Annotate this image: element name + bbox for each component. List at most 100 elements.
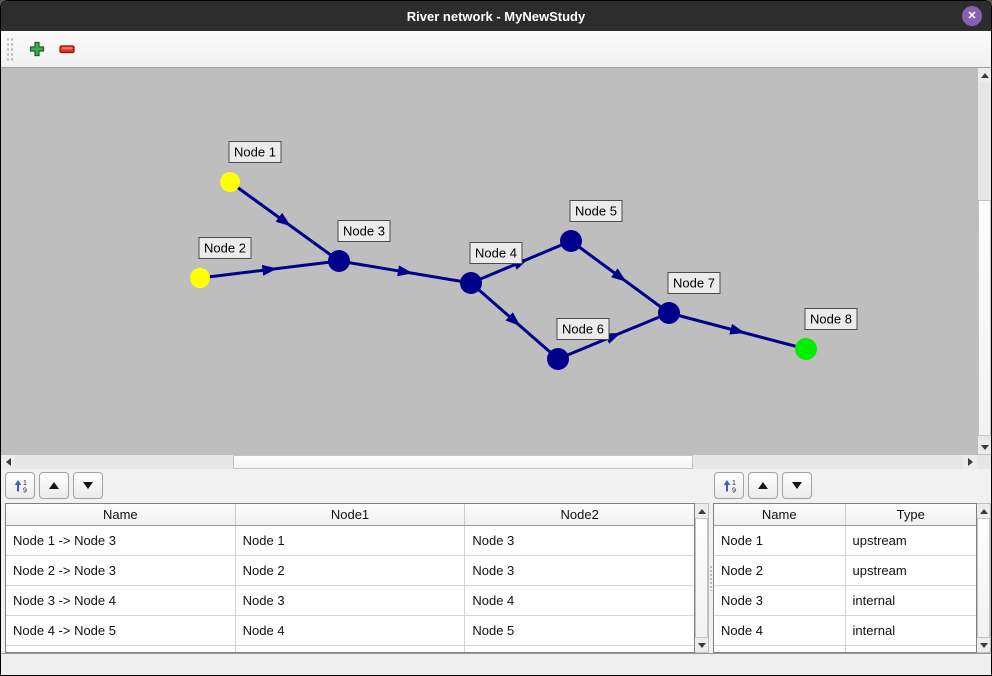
node-label-node3[interactable]: Node 3 bbox=[337, 220, 391, 242]
vertical-scroll-track[interactable] bbox=[978, 82, 991, 440]
window-title: River network - MyNewStudy bbox=[406, 8, 586, 24]
node-label-node8[interactable]: Node 8 bbox=[804, 308, 858, 330]
edge-arrow-icon bbox=[275, 212, 291, 227]
table-cell[interactable]: Node 2 -> Node 3 bbox=[6, 556, 236, 586]
table-cell[interactable]: Node 4 bbox=[465, 586, 694, 616]
node-label-node2[interactable]: Node 2 bbox=[198, 237, 252, 259]
scroll-left-button[interactable] bbox=[1, 455, 15, 469]
node-label-node5[interactable]: Node 5 bbox=[569, 200, 623, 222]
node-node3[interactable] bbox=[328, 250, 350, 272]
scroll-up-button[interactable] bbox=[695, 504, 708, 518]
vertical-scroll-track[interactable] bbox=[977, 518, 990, 638]
node-node6[interactable] bbox=[547, 348, 569, 370]
canvas-area: Node 1 Node 2 Node 3 Node 4 Node 5 Node 6 Node… bbox=[1, 68, 991, 454]
table-cell[interactable]: Node 1 bbox=[235, 526, 466, 556]
vertical-scroll-thumb[interactable] bbox=[695, 518, 708, 638]
table-row bbox=[6, 646, 694, 652]
edge-arrow-icon bbox=[611, 268, 627, 282]
node-label-node4[interactable]: Node 4 bbox=[469, 242, 523, 264]
links-table-scrollbar[interactable] bbox=[695, 503, 709, 653]
nodes-move-down-button[interactable] bbox=[782, 472, 812, 499]
table-cell[interactable]: Node 3 bbox=[235, 586, 466, 616]
river-network-canvas[interactable]: Node 1 Node 2 Node 3 Node 4 Node 5 Node 6 Node… bbox=[1, 68, 977, 454]
node-node2[interactable] bbox=[190, 268, 210, 288]
table-cell[interactable]: Node 4 -> Node 5 bbox=[6, 616, 236, 646]
scroll-right-button[interactable] bbox=[963, 455, 977, 469]
node-node4[interactable] bbox=[460, 272, 482, 294]
column-header-name[interactable]: Name bbox=[6, 504, 236, 525]
scroll-up-button[interactable] bbox=[977, 504, 990, 518]
scroll-up-button[interactable] bbox=[978, 68, 991, 82]
vertical-scroll-thumb[interactable] bbox=[978, 200, 991, 437]
links-move-down-button[interactable] bbox=[73, 472, 103, 499]
table-cell[interactable]: Node 3 bbox=[465, 556, 694, 586]
edge-arrow-icon bbox=[261, 264, 278, 276]
titlebar[interactable]: River network - MyNewStudy ✕ bbox=[1, 1, 991, 31]
horizontal-scroll-thumb[interactable] bbox=[233, 455, 693, 469]
move-up-icon bbox=[758, 482, 768, 489]
table-cell[interactable]: Node 2 bbox=[235, 556, 466, 586]
column-header-name[interactable]: Name bbox=[714, 504, 846, 525]
table-cell[interactable]: Node 4 bbox=[714, 616, 846, 646]
nodes-sort-button[interactable]: 1 9 bbox=[714, 472, 744, 499]
table-cell[interactable]: Node 2 bbox=[714, 556, 846, 586]
table-cell[interactable]: Node 3 bbox=[714, 586, 846, 616]
table-cell[interactable]: Node 3 bbox=[465, 526, 694, 556]
close-icon: ✕ bbox=[967, 9, 977, 22]
vertical-scroll-thumb[interactable] bbox=[977, 518, 990, 638]
node-node8[interactable] bbox=[795, 338, 817, 360]
close-button[interactable]: ✕ bbox=[962, 6, 982, 26]
links-move-up-button[interactable] bbox=[39, 472, 69, 499]
table-cell[interactable]: Node 1 bbox=[714, 526, 846, 556]
table-cell[interactable]: internal bbox=[845, 586, 976, 616]
table-cell[interactable]: Node 5 bbox=[465, 616, 694, 646]
svg-text:9: 9 bbox=[23, 487, 27, 494]
scroll-down-button[interactable] bbox=[977, 638, 990, 652]
table-cell[interactable]: internal bbox=[845, 616, 976, 646]
node-node7[interactable] bbox=[658, 302, 680, 324]
svg-text:Node 3: Node 3 bbox=[343, 224, 385, 239]
links-sort-button[interactable]: 1 9 bbox=[5, 472, 35, 499]
column-header-node1[interactable]: Node1 bbox=[236, 504, 466, 525]
table-pane-splitter[interactable] bbox=[709, 503, 713, 653]
table-cell[interactable]: upstream bbox=[845, 526, 976, 556]
edge-arrow-icon bbox=[729, 323, 746, 335]
nodes-move-up-button[interactable] bbox=[748, 472, 778, 499]
node-label-node7[interactable]: Node 7 bbox=[667, 272, 721, 294]
node-node5[interactable] bbox=[560, 230, 582, 252]
horizontal-scroll-track[interactable] bbox=[15, 455, 963, 469]
node-node1[interactable] bbox=[220, 172, 240, 192]
canvas-horizontal-scrollbar[interactable] bbox=[1, 454, 991, 469]
remove-node-button[interactable] bbox=[52, 35, 82, 63]
svg-text:1: 1 bbox=[732, 479, 736, 486]
scroll-down-button[interactable] bbox=[695, 638, 708, 652]
table-cell[interactable]: Node 1 -> Node 3 bbox=[6, 526, 236, 556]
canvas-vertical-scrollbar[interactable] bbox=[977, 68, 991, 454]
column-header-node2[interactable]: Node2 bbox=[560, 507, 599, 522]
toolbar-grip-handle[interactable] bbox=[6, 37, 14, 61]
table-cell[interactable]: Node 4 bbox=[235, 616, 466, 646]
main-toolbar bbox=[1, 31, 991, 68]
table-cell[interactable]: upstream bbox=[845, 556, 976, 586]
scroll-down-button[interactable] bbox=[978, 440, 991, 454]
add-node-button[interactable] bbox=[22, 35, 52, 63]
table-cell[interactable]: Node 3 -> Node 4 bbox=[6, 586, 236, 616]
vertical-scroll-track[interactable] bbox=[695, 518, 708, 638]
move-up-icon bbox=[49, 482, 59, 489]
node-label-node1[interactable]: Node 1 bbox=[228, 141, 282, 163]
node-label-node6[interactable]: Node 6 bbox=[556, 318, 610, 340]
nodes-table-scrollbar[interactable] bbox=[977, 503, 991, 653]
column-header-type[interactable]: Type bbox=[896, 507, 925, 522]
tables-toolbar-row: 1 9 1 9 bbox=[1, 469, 991, 503]
